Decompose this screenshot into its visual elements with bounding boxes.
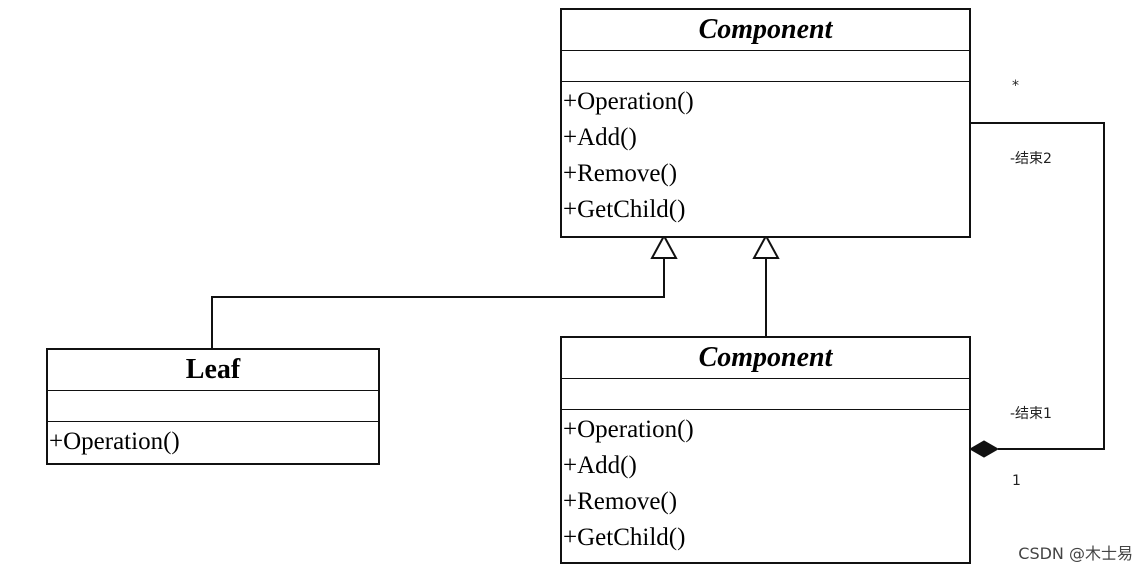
attributes-compartment bbox=[48, 391, 378, 422]
composite-component-class-box[interactable]: Component +Operation() +Add() +Remove() … bbox=[560, 336, 971, 564]
operation-item: +Add() bbox=[563, 124, 637, 151]
operation-item: +GetChild() bbox=[563, 524, 686, 551]
operation-item: +Remove() bbox=[563, 488, 678, 515]
composite-generalization-arrowhead bbox=[752, 233, 780, 259]
attributes-compartment bbox=[562, 379, 969, 410]
attributes-compartment bbox=[562, 51, 969, 82]
operation-item: +Operation() bbox=[49, 428, 180, 455]
leaf-class-box[interactable]: Leaf +Operation() bbox=[46, 348, 380, 465]
leaf-generalization-line bbox=[211, 258, 665, 348]
class-name: Leaf bbox=[48, 350, 378, 391]
class-name: Component bbox=[562, 338, 969, 379]
composition-diamond bbox=[968, 440, 1000, 458]
watermark-text: CSDN @木士易 bbox=[1018, 544, 1133, 563]
operation-item: +GetChild() bbox=[563, 196, 686, 223]
operations-compartment: +Operation() bbox=[48, 422, 378, 460]
class-name: Component bbox=[562, 10, 969, 51]
multiplicity-bottom-label: 1 bbox=[1012, 473, 1021, 489]
role-top-label: -结束2 bbox=[1010, 151, 1052, 167]
role-bottom-label: -结束1 bbox=[1010, 406, 1052, 422]
component-class-box[interactable]: Component +Operation() +Add() +Remove() … bbox=[560, 8, 971, 238]
leaf-generalization-arrowhead bbox=[650, 233, 678, 259]
operation-item: +Operation() bbox=[563, 88, 694, 115]
operations-compartment: +Operation() +Add() +Remove() +GetChild(… bbox=[562, 410, 969, 556]
multiplicity-top-label: * bbox=[1012, 78, 1019, 94]
composition-association-line bbox=[970, 122, 1105, 450]
operations-compartment: +Operation() +Add() +Remove() +GetChild(… bbox=[562, 82, 969, 228]
operation-item: +Remove() bbox=[563, 160, 678, 187]
operation-item: +Operation() bbox=[563, 416, 694, 443]
operation-item: +Add() bbox=[563, 452, 637, 479]
